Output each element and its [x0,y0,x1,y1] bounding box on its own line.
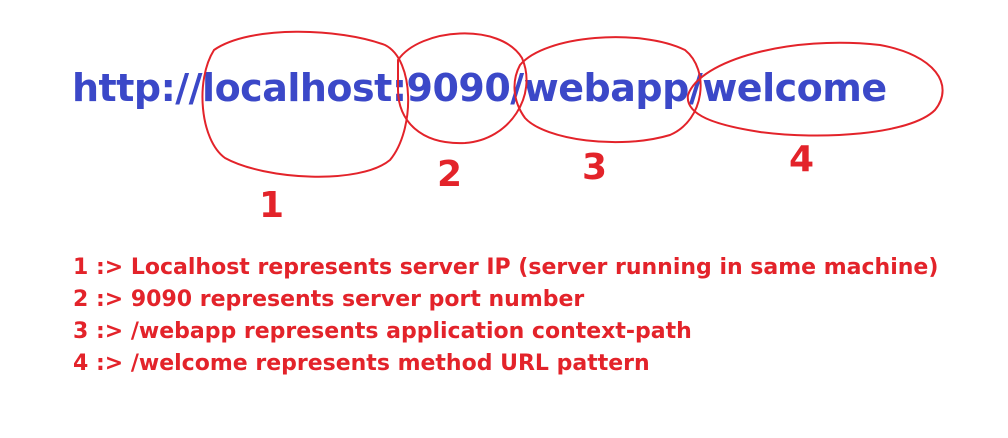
url-path: /welcome [688,66,887,110]
legend-list: 1 :> Localhost represents server IP (ser… [73,252,938,380]
url-port: :9090 [391,66,511,110]
legend-item-4: 4 :> /welcome represents method URL patt… [73,351,650,376]
url-scheme: http:// [72,66,203,110]
url-context: /webapp [510,66,689,110]
url-text: http://localhost:9090/webapp/welcome [72,66,887,110]
marker-3: 3 [582,147,608,188]
marker-1: 1 [259,185,285,226]
legend-item-3: 3 :> /webapp represents application cont… [73,319,692,344]
marker-4: 4 [789,139,815,180]
legend-item-2: 2 :> 9090 represents server port number [73,287,585,312]
legend-item-1: 1 :> Localhost represents server IP (ser… [73,255,939,280]
marker-2: 2 [437,154,463,195]
url-host: localhost [202,66,392,110]
